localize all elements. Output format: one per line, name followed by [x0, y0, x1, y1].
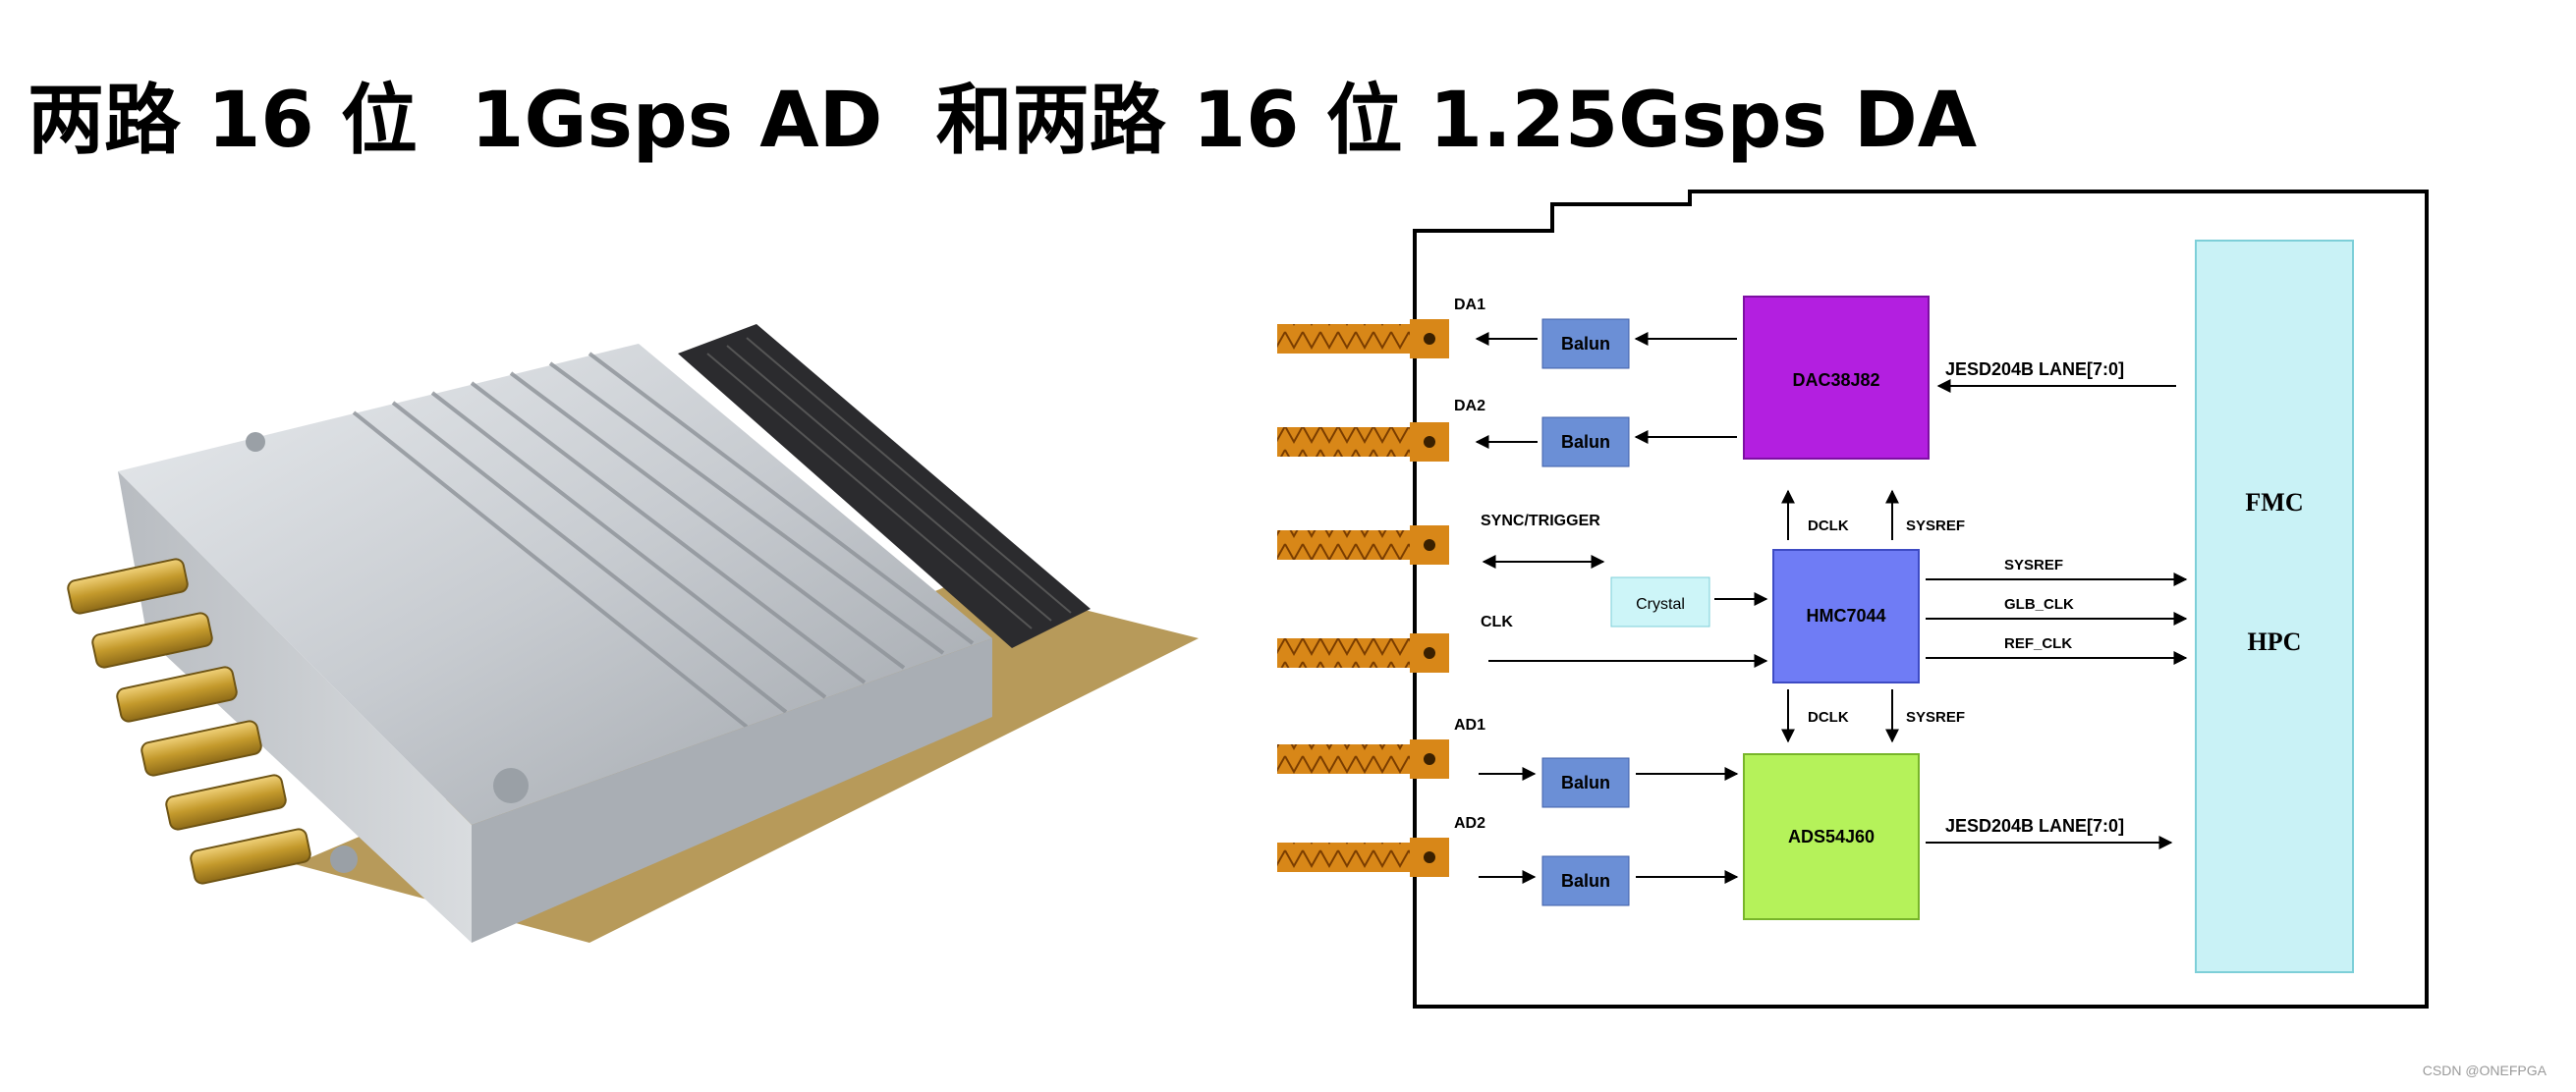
balun-da1-label: Balun: [1561, 334, 1610, 354]
fmc-hpc-block: [2195, 240, 2354, 973]
signal-glbclk: GLB_CLK: [2004, 596, 2074, 613]
pll-block: [1772, 549, 1920, 683]
page-title: 两路 16 位 1Gsps AD 和两路 16 位 1.25Gsps DA: [28, 77, 1978, 165]
card-outline: [1413, 190, 2429, 1009]
sma-connectors: [67, 558, 311, 885]
balun-ad2-label: Balun: [1561, 871, 1610, 891]
signal-adc-lane: JESD204B LANE[7:0]: [1945, 816, 2124, 836]
cable-sync: [1277, 525, 1449, 565]
fmc-card-photo: [67, 324, 1199, 943]
signal-dclk-top: DCLK: [1808, 518, 1849, 534]
cable-clk: [1277, 633, 1449, 673]
crystal-block: [1610, 576, 1710, 628]
balun-ad1-label: Balun: [1561, 773, 1610, 792]
signal-sysref-out: SYSREF: [2004, 557, 2063, 573]
dac-block: [1743, 296, 1930, 460]
block-diagram: FMC HPC DA1 DA2 SYNC/TRIGGER CLK AD1 AD2…: [1277, 190, 2429, 1009]
signal-dac-lane: JESD204B LANE[7:0]: [1945, 359, 2124, 379]
balun-da2: [1541, 416, 1630, 467]
signal-sysref-top: SYSREF: [1906, 518, 1965, 534]
port-label-sync: SYNC/TRIGGER: [1481, 513, 1600, 529]
crystal-label: Crystal: [1636, 596, 1685, 613]
balun-da1: [1541, 318, 1630, 369]
signal-sysref-bottom: SYSREF: [1906, 709, 1965, 726]
hpc-label: HPC: [2248, 628, 2302, 656]
port-label-clk: CLK: [1481, 614, 1513, 630]
adc-label: ADS54J60: [1788, 827, 1875, 846]
pll-label: HMC7044: [1806, 606, 1885, 626]
port-label-ad1: AD1: [1454, 717, 1485, 734]
balun-ad2: [1541, 855, 1630, 906]
cable-da2: [1277, 422, 1449, 462]
dac-label: DAC38J82: [1792, 370, 1879, 390]
enclosure-front: [118, 471, 472, 943]
signal-dclk-bottom: DCLK: [1808, 709, 1849, 726]
watermark: CSDN @ONEFPGA: [2422, 1063, 2547, 1078]
signal-refclk: REF_CLK: [2004, 635, 2072, 652]
enclosure-side: [472, 638, 992, 943]
adc-block: [1743, 753, 1920, 920]
port-label-da2: DA2: [1454, 398, 1485, 414]
cable-ad2: [1277, 838, 1449, 877]
cable-ad1: [1277, 739, 1449, 779]
balun-ad1: [1541, 757, 1630, 808]
cable-da1: [1277, 319, 1449, 358]
port-label-ad2: AD2: [1454, 815, 1485, 832]
port-label-da1: DA1: [1454, 297, 1485, 313]
fmc-label: FMC: [2245, 488, 2303, 517]
balun-da2-label: Balun: [1561, 432, 1610, 452]
